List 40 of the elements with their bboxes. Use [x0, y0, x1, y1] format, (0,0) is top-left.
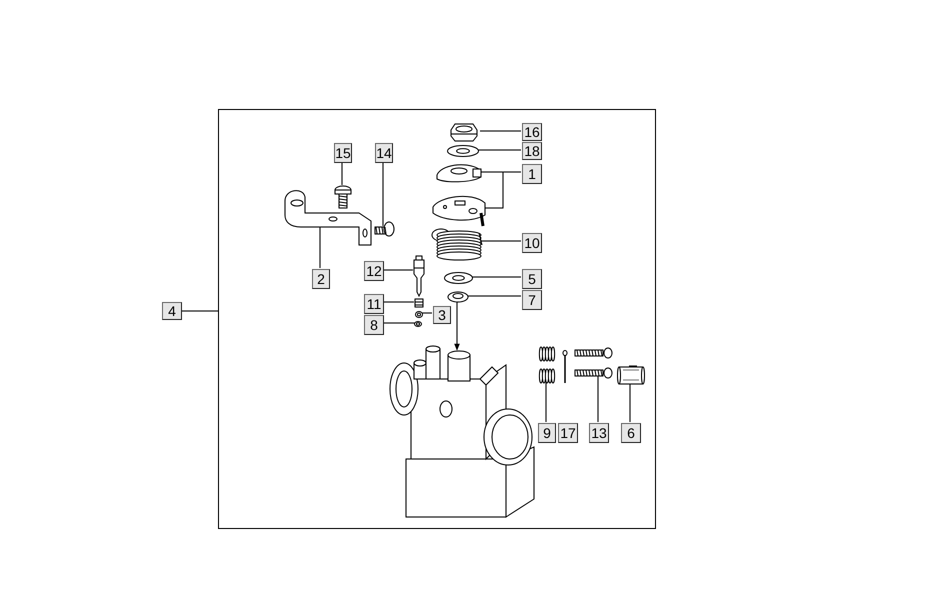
callout-number: 10 — [522, 233, 542, 253]
callout-number: 12 — [364, 261, 384, 281]
washer-drawing — [444, 272, 473, 284]
screw-drawing — [333, 185, 353, 209]
callout-number: 13 — [589, 423, 609, 443]
callout-number: 6 — [621, 423, 641, 443]
callout-number: 7 — [522, 290, 542, 310]
callout-number: 16 — [522, 123, 542, 141]
leader-line — [382, 162, 384, 226]
assembly-frame — [218, 109, 656, 529]
leader-line — [182, 310, 218, 312]
callout-number: 14 — [375, 143, 393, 163]
callout-number: 18 — [522, 142, 542, 160]
bearing-drawing — [447, 291, 469, 303]
screws-drawing — [574, 348, 614, 379]
leader-line — [480, 240, 522, 242]
spring-drawing — [414, 298, 424, 308]
leader-line — [484, 172, 522, 208]
callout-number: 3 — [433, 306, 451, 324]
callout-number: 2 — [312, 269, 330, 289]
callout-number: 15 — [334, 143, 352, 163]
screw-drawing — [373, 220, 395, 238]
callout-number: 4 — [162, 302, 182, 320]
washer-drawing — [447, 145, 479, 157]
callout-number: 11 — [364, 294, 384, 314]
arrow — [454, 302, 460, 351]
leader-line — [480, 130, 522, 132]
washer-drawing — [414, 321, 422, 327]
callout-number: 9 — [538, 423, 556, 443]
sleeve-drawing — [617, 365, 645, 386]
callout-number: 5 — [522, 269, 542, 289]
callout-number: 8 — [364, 315, 384, 335]
leader-line — [422, 312, 432, 314]
washer-drawing — [415, 311, 423, 318]
plate-drawing — [435, 161, 481, 183]
leader-line — [470, 276, 522, 278]
pin-drawing — [411, 256, 427, 296]
callout-number: 17 — [558, 423, 578, 443]
spring-drawing — [431, 227, 483, 263]
callout-number: 1 — [522, 164, 542, 184]
